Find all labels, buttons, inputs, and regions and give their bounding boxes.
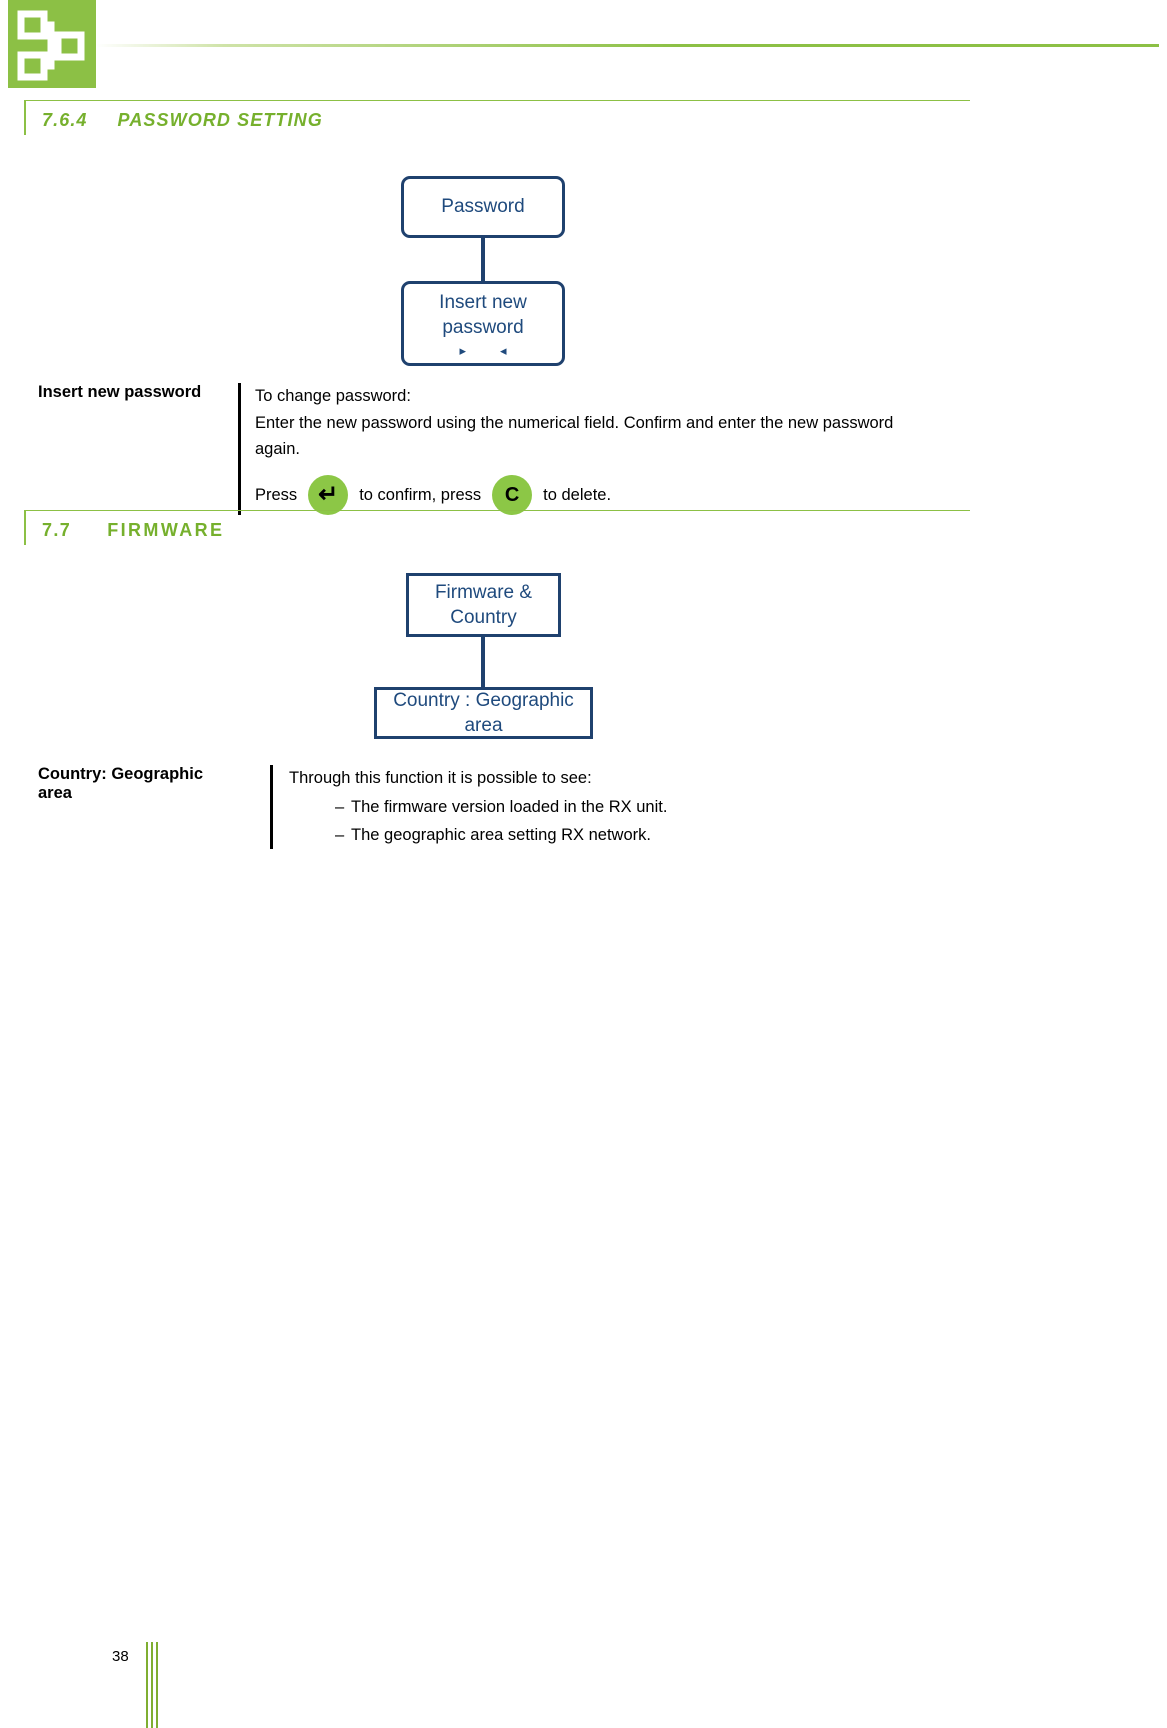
section-number: 7.6.4	[42, 110, 88, 130]
definition-bullet-list: – The firmware version loaded in the RX …	[289, 794, 958, 849]
definition-term: Country: Geographic area	[38, 765, 204, 802]
header-divider	[96, 44, 1159, 47]
page-number: 38	[112, 1648, 129, 1665]
key-instruction-line: Press ↵ to confirm, press C to delete.	[255, 475, 955, 516]
footer-bar	[151, 1642, 153, 1728]
press-prefix-label: Press	[255, 485, 298, 504]
enter-key-icon[interactable]: ↵	[308, 475, 349, 516]
definition-term: Insert new password	[38, 383, 202, 401]
section-heading-firmware: 7.7 FIRMWARE	[24, 510, 970, 545]
flow-node-password-label: Password	[441, 196, 525, 218]
flow-node-country-geographic-area-label: Country : Geographic area	[393, 689, 574, 736]
logo-tile	[8, 0, 96, 88]
section-number: 7.7	[42, 520, 72, 540]
flow-node-firmware-country-line2: Country	[450, 607, 517, 628]
arrow-right-icon: ▸	[459, 343, 466, 359]
flow-node-insert-new-password-line1: Insert new	[439, 291, 527, 313]
section-title: FIRMWARE	[107, 520, 225, 540]
definition-line-3: again.	[255, 440, 300, 459]
flow-node-firmware-country-line1: Firmware &	[434, 581, 533, 603]
flow-node-firmware-country[interactable]: Firmware & Country	[406, 573, 561, 637]
footer-accent-bars	[146, 1642, 160, 1728]
list-item: – The firmware version loaded in the RX …	[289, 794, 958, 821]
flow-connector-firmware	[481, 637, 485, 687]
cancel-key-icon[interactable]: C	[492, 475, 533, 516]
footer-bar	[146, 1642, 148, 1728]
network-hierarchy-icon	[17, 10, 85, 81]
bullet-dash: –	[335, 797, 345, 816]
arrow-left-icon: ◂	[500, 343, 507, 359]
flow-node-insert-new-password[interactable]: Insert new password ▸ ◂	[401, 281, 565, 366]
flow-node-country-geographic-area[interactable]: Country : Geographic area	[374, 687, 593, 739]
footer-bar	[156, 1642, 158, 1728]
definition-line-2: Enter the new password using the numeric…	[255, 413, 894, 432]
section-title: PASSWORD SETTING	[117, 110, 323, 130]
definition-insert-new-password: Insert new password To change password: …	[38, 383, 958, 516]
flow-node-insert-new-password-line2: password	[442, 317, 524, 338]
bullet-text: The firmware version loaded in the RX un…	[351, 797, 668, 816]
press-middle-label: to confirm, press	[359, 485, 482, 504]
definition-line-1: To change password:	[255, 387, 411, 405]
bullet-text: The geographic area setting RX network.	[351, 826, 651, 845]
section-heading-password-setting: 7.6.4 PASSWORD SETTING	[24, 100, 970, 135]
press-suffix-label: to delete.	[543, 485, 612, 504]
definition-country-geographic-area: Country: Geographic area Through this fu…	[38, 765, 958, 850]
flow-node-arrows: ▸ ◂	[459, 344, 506, 357]
page-footer: 38	[0, 1598, 1167, 1728]
flow-node-password[interactable]: Password	[401, 176, 565, 238]
definition-description: To change password: Enter the new passwo…	[238, 383, 955, 516]
definition-intro: Through this function it is possible to …	[289, 769, 592, 787]
list-item: – The geographic area setting RX network…	[289, 822, 958, 849]
page-header	[0, 0, 1167, 92]
flow-connector-password	[481, 238, 485, 281]
definition-description: Through this function it is possible to …	[270, 765, 958, 850]
bullet-dash: –	[335, 826, 345, 845]
